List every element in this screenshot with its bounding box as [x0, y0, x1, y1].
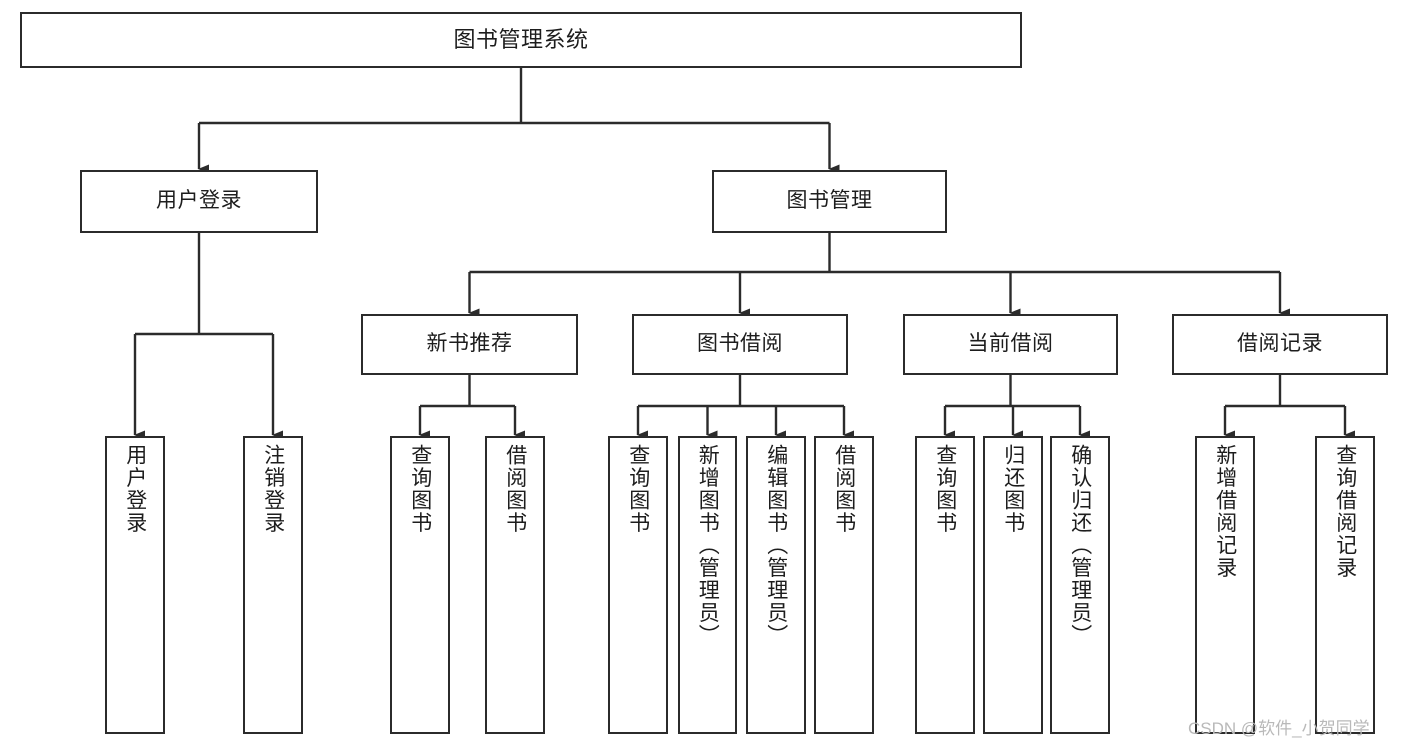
node-leaf-query-book-recommend: 查询图书: [390, 436, 450, 734]
node-leaf-borrow-book-recommend: 借阅图书: [485, 436, 545, 734]
node-leaf-query-book-current: 查询图书: [915, 436, 975, 734]
node-book-management: 图书管理: [712, 170, 947, 233]
node-label: 编辑图书（管理员）: [764, 444, 788, 647]
node-label: 借阅图书: [503, 444, 527, 534]
node-label: 查询图书: [933, 444, 957, 534]
node-leaf-add-borrow-record: 新增借阅记录: [1195, 436, 1255, 734]
node-leaf-query-book-borrow: 查询图书: [608, 436, 668, 734]
node-label: 查询图书: [626, 444, 650, 534]
node-root: 图书管理系统: [20, 12, 1022, 68]
node-leaf-borrow-book: 借阅图书: [814, 436, 874, 734]
node-leaf-return-book: 归还图书: [983, 436, 1043, 734]
node-label: 用户登录: [123, 444, 147, 534]
node-book-borrow: 图书借阅: [632, 314, 848, 375]
node-current-borrow: 当前借阅: [903, 314, 1118, 375]
node-leaf-user-login: 用户登录: [105, 436, 165, 734]
node-user-login: 用户登录: [80, 170, 318, 233]
node-label: 借阅记录: [1237, 332, 1323, 356]
node-label: 注销登录: [261, 444, 285, 534]
node-leaf-edit-book: 编辑图书（管理员）: [746, 436, 806, 734]
node-leaf-add-book: 新增图书（管理员）: [678, 436, 737, 734]
node-label: 确认归还（管理员）: [1068, 444, 1092, 647]
node-borrow-record: 借阅记录: [1172, 314, 1388, 375]
node-label: 新书推荐: [426, 332, 513, 356]
node-label: 新增借阅记录: [1213, 444, 1237, 579]
node-label: 借阅图书: [832, 444, 856, 534]
node-label: 图书借阅: [697, 332, 783, 356]
node-label: 图书管理系统: [453, 27, 589, 53]
node-label: 查询图书: [408, 444, 432, 534]
node-label: 当前借阅: [967, 332, 1054, 356]
node-leaf-confirm-return: 确认归还（管理员）: [1050, 436, 1110, 734]
node-leaf-logout: 注销登录: [243, 436, 303, 734]
connector-lines: [133, 68, 1355, 440]
node-label: 归还图书: [1001, 444, 1025, 534]
node-leaf-query-borrow-record: 查询借阅记录: [1315, 436, 1375, 734]
node-label: 查询借阅记录: [1333, 444, 1357, 579]
watermark-label: CSDN @软件_小贺同学: [1188, 719, 1370, 738]
node-label: 图书管理: [786, 189, 873, 213]
node-new-book-recommend: 新书推荐: [361, 314, 578, 375]
node-label: 新增图书（管理员）: [696, 444, 720, 647]
node-label: 用户登录: [156, 189, 242, 213]
